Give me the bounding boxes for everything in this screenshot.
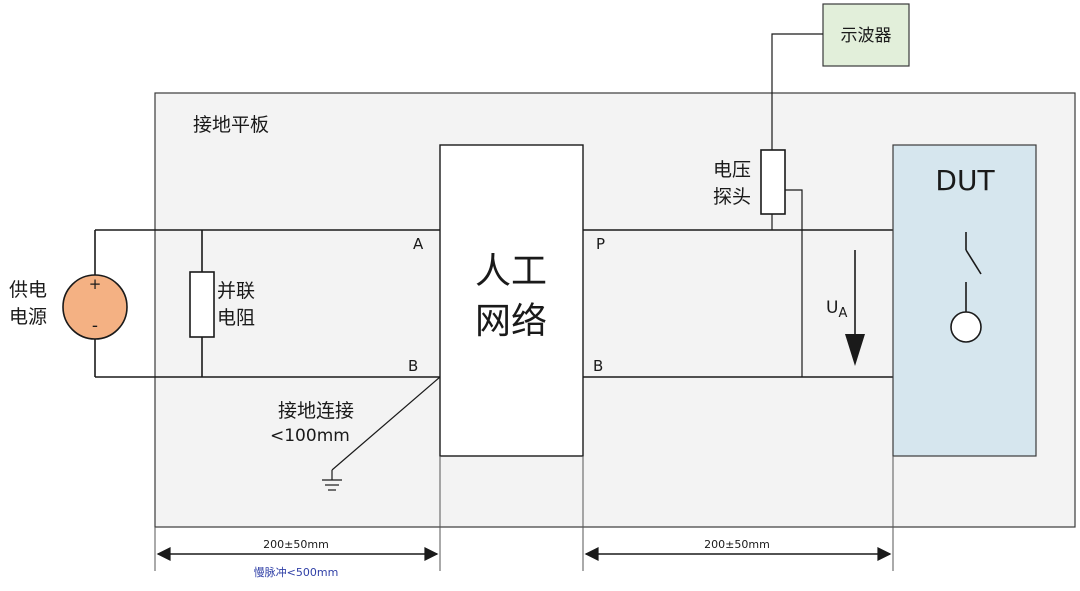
voltage-probe-ground-lead (785, 189, 803, 377)
terminal-a-label: A (413, 235, 424, 253)
terminal-p-label: P (596, 235, 605, 253)
voltage-probe-label-1: 电压 (713, 159, 751, 181)
artificial-network-label-2: 网络 (475, 301, 547, 342)
dut-box (892, 144, 1037, 457)
shunt-resistor-symbol (189, 271, 215, 338)
dimension-left-label: 200±50mm (263, 538, 329, 551)
voltage-symbol-main: U (826, 298, 838, 318)
voltage-symbol: UA (826, 298, 847, 321)
power-supply-label-2: 电源 (9, 306, 47, 328)
artificial-network-box (439, 144, 584, 457)
voltage-symbol-subscript: A (838, 306, 847, 321)
power-supply-label-1: 供电 (9, 279, 47, 301)
dimension-left-note: 慢脉冲<500mm (254, 565, 339, 579)
voltage-probe-label-2: 探头 (713, 186, 751, 208)
dut-lamp-icon (950, 311, 982, 343)
ground-connection-label-2: <100mm (270, 426, 350, 446)
ground-plane-label: 接地平板 (193, 114, 269, 136)
terminal-b-right-label: B (593, 357, 603, 375)
dimension-right-label: 200±50mm (704, 538, 770, 551)
power-supply-minus: - (92, 316, 98, 336)
dut-label: DUT (935, 164, 995, 197)
shunt-resistor-label-1: 并联 (217, 280, 255, 302)
oscilloscope-box (822, 3, 910, 67)
shunt-resistor-label-2: 电阻 (217, 307, 255, 329)
ground-connection-label-1: 接地连接 (278, 400, 354, 422)
oscilloscope-cable (771, 33, 823, 150)
artificial-network-label-1: 人工 (475, 251, 547, 292)
voltage-arrow-head (845, 334, 865, 366)
earth-ground-icon (322, 479, 342, 491)
power-supply-symbol (62, 274, 128, 340)
power-supply-plus: + (89, 275, 102, 293)
voltage-probe-body (760, 149, 786, 215)
oscilloscope-label: 示波器 (841, 26, 892, 46)
dut-switch-blade (965, 249, 982, 275)
terminal-b-left-label: B (408, 357, 418, 375)
ground-connection-wire (331, 376, 441, 471)
